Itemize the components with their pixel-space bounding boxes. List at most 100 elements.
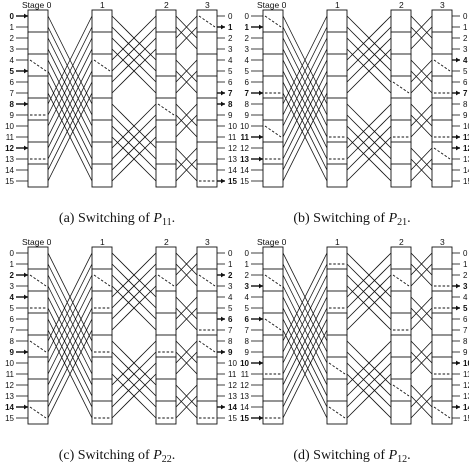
input-arrow-icon — [259, 283, 263, 289]
switch-element — [431, 9, 453, 34]
output-port-label: 1 — [228, 23, 233, 32]
switch-element — [155, 9, 177, 34]
switch-element — [326, 31, 348, 56]
switch-element — [390, 119, 412, 144]
cross-setting — [328, 362, 346, 375]
switch-element — [390, 53, 412, 78]
stage-label: Stage 0 — [22, 0, 52, 10]
interstage-link — [47, 59, 93, 149]
switch-element — [196, 119, 218, 144]
output-port-label: 9 — [463, 111, 468, 120]
interstage-link — [282, 274, 328, 364]
input-port-label: 9 — [245, 348, 250, 357]
interstage-link — [175, 158, 198, 182]
switch-element — [390, 31, 412, 56]
interstage-link — [282, 37, 328, 127]
interstage-link — [410, 26, 433, 50]
interstage-link — [410, 103, 433, 127]
output-port-label: 1 — [463, 23, 468, 32]
output-port-label: 6 — [463, 78, 468, 87]
output-port-label: 13 — [463, 392, 469, 401]
interstage-link — [47, 285, 93, 375]
switch-element — [262, 141, 284, 166]
switch-element — [431, 356, 453, 381]
input-port-label: 2 — [245, 271, 250, 280]
output-arrow-icon — [221, 178, 225, 184]
input-arrow-icon — [259, 316, 263, 322]
cross-setting — [198, 340, 216, 353]
switch-element — [326, 246, 348, 271]
input-port-label: 10 — [5, 122, 14, 131]
stage-label: Stage 0 — [22, 237, 52, 247]
switch-element — [91, 312, 113, 337]
output-port-label: 10 — [463, 359, 469, 368]
switch-element — [27, 75, 49, 100]
switch-element — [196, 246, 218, 271]
interstage-link — [410, 252, 433, 276]
input-port-label: 5 — [10, 304, 15, 313]
output-port-label: 14 — [463, 166, 469, 175]
output-port-label: 11 — [228, 370, 237, 379]
output-port-label: 10 — [228, 359, 237, 368]
output-port-label: 0 — [463, 12, 468, 21]
switch-element — [326, 141, 348, 166]
stage-label: 2 — [164, 237, 169, 247]
input-port-label: 1 — [245, 260, 250, 269]
switch-element — [91, 246, 113, 271]
output-port-label: 8 — [463, 100, 468, 109]
input-port-label: 11 — [241, 133, 250, 142]
input-port-label: 1 — [10, 23, 15, 32]
switch-element — [155, 31, 177, 56]
switch-element — [91, 290, 113, 315]
switch-element — [155, 246, 177, 271]
input-port-label: 14 — [5, 403, 14, 412]
input-port-label: 15 — [240, 414, 249, 423]
interstage-link — [175, 103, 198, 127]
interstage-link — [175, 59, 198, 83]
switch-element — [91, 9, 113, 34]
switch-element — [390, 246, 412, 271]
output-port-label: 10 — [463, 122, 469, 131]
stage-label: 2 — [399, 237, 404, 247]
interstage-link — [175, 147, 198, 171]
output-arrow-icon — [456, 90, 460, 96]
switch-element — [155, 119, 177, 144]
input-port-label: 13 — [5, 155, 14, 164]
switch-element — [196, 53, 218, 78]
switch-element — [27, 141, 49, 166]
input-port-label: 8 — [10, 337, 15, 346]
switch-element — [390, 334, 412, 359]
switch-element — [431, 119, 453, 144]
input-port-label: 4 — [245, 293, 250, 302]
output-port-label: 6 — [463, 315, 468, 324]
interstage-link — [346, 285, 392, 331]
interstage-link — [410, 263, 433, 287]
switch-element — [390, 163, 412, 188]
output-port-label: 6 — [228, 315, 233, 324]
output-port-label: 1 — [463, 260, 468, 269]
switch-element — [91, 356, 113, 381]
switch-element — [326, 75, 348, 100]
stage-label: Stage 0 — [257, 0, 287, 10]
interstage-link — [410, 395, 433, 419]
output-arrow-icon — [456, 283, 460, 289]
input-arrow-icon — [259, 156, 263, 162]
interstage-link — [175, 395, 198, 419]
input-arrow-icon — [259, 360, 263, 366]
switch-element — [390, 356, 412, 381]
interstage-link — [346, 48, 392, 94]
input-port-label: 4 — [10, 56, 15, 65]
interstage-link — [410, 59, 433, 83]
input-port-label: 5 — [10, 67, 15, 76]
output-port-label: 12 — [228, 381, 237, 390]
output-port-label: 3 — [463, 282, 468, 291]
output-port-label: 0 — [228, 12, 233, 21]
interstage-link — [47, 37, 93, 127]
interstage-link — [175, 296, 198, 320]
switch-element — [196, 31, 218, 56]
input-arrow-icon — [24, 101, 28, 107]
input-port-label: 14 — [240, 166, 249, 175]
interstage-link — [410, 307, 433, 331]
interstage-link — [346, 15, 392, 61]
